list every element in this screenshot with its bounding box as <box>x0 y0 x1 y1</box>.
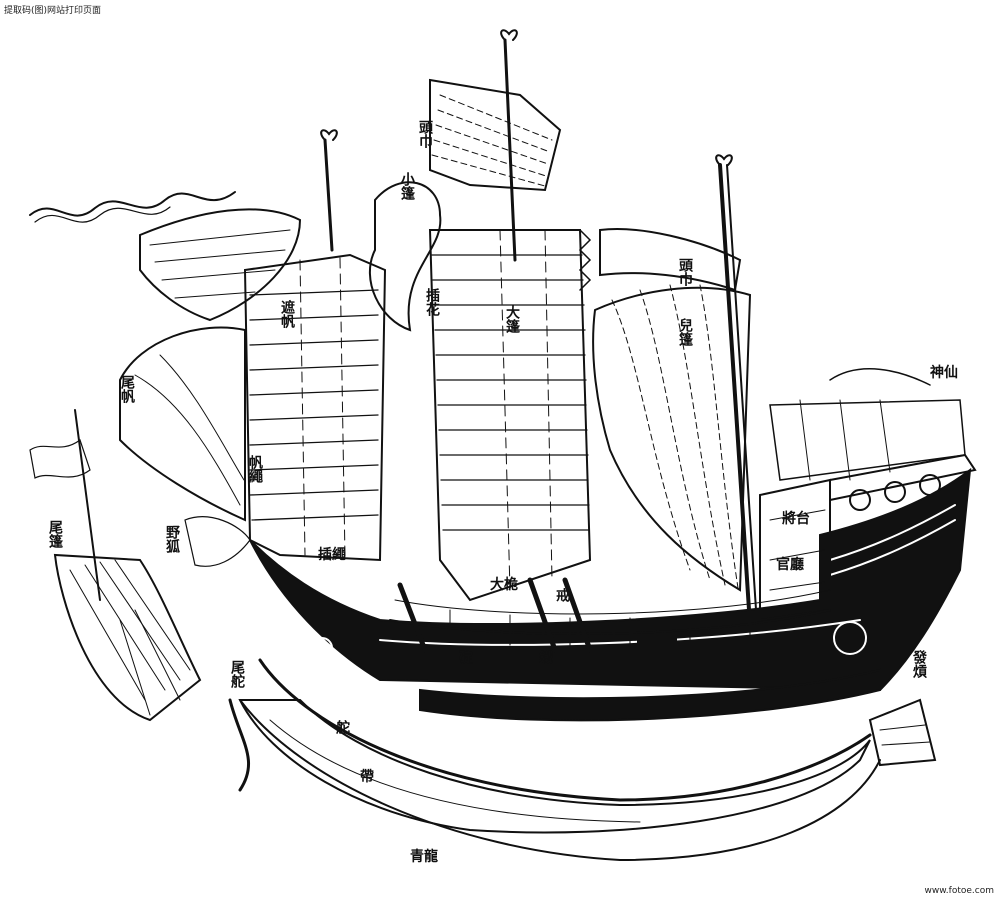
label-cabin-b: 官廳 <box>776 557 804 573</box>
stern-sail <box>53 326 246 722</box>
main-mast <box>503 38 517 262</box>
label-top-sail-a: 頭巾 <box>417 120 433 148</box>
main-sail <box>428 229 592 602</box>
label-top-sail-b: 小篷 <box>399 172 415 200</box>
label-bottom: 青龍 <box>410 849 438 865</box>
label-stern-left: 野狐 <box>164 525 180 553</box>
cloud-sail <box>139 181 442 332</box>
deck-rail <box>389 609 831 635</box>
label-stern-sail-b: 尾篷 <box>47 520 63 548</box>
label-sail-mid: 插花 <box>424 288 440 316</box>
label-bow-gun: 發熕 <box>911 650 927 678</box>
rear-sail <box>243 253 387 562</box>
label-left-mid: 尾舵 <box>229 660 245 688</box>
corner-caption: 提取码(图)网站打印页面 <box>4 6 102 16</box>
stern-cabin <box>759 368 977 622</box>
fore-sail <box>592 228 752 592</box>
label-keel-a: 舵 <box>334 720 350 734</box>
stern-mast <box>74 409 101 601</box>
label-flag-left: 遮帆 <box>279 300 295 328</box>
label-sail-right-b: 兒篷 <box>677 318 693 346</box>
label-deck-a: 大桅 <box>490 577 518 593</box>
label-stern-sail-a: 尾帆 <box>119 375 135 403</box>
label-bow-top: 神仙 <box>930 365 958 381</box>
top-sail <box>429 78 562 192</box>
label-deck-b: 戒 <box>554 588 570 602</box>
left-streamer <box>29 191 236 217</box>
label-cabin-a: 將台 <box>782 511 810 527</box>
hull-band <box>249 467 972 692</box>
label-rope-a: 帆繩 <box>247 455 263 483</box>
cable <box>258 658 872 802</box>
label-sail-right-a: 頭巾 <box>677 258 693 286</box>
fore-mast <box>718 163 752 627</box>
rear-mast <box>323 138 334 252</box>
label-keel-b: 帶 <box>360 769 374 785</box>
label-rope-b: 插繩 <box>318 547 346 563</box>
lower-hull <box>238 699 871 834</box>
watermark: www.fotoe.com <box>924 886 994 896</box>
label-mid-hull: 碇 <box>457 650 473 664</box>
label-hull-rope: 鐵 <box>537 650 553 664</box>
label-sail-main: 大篷 <box>504 305 520 333</box>
